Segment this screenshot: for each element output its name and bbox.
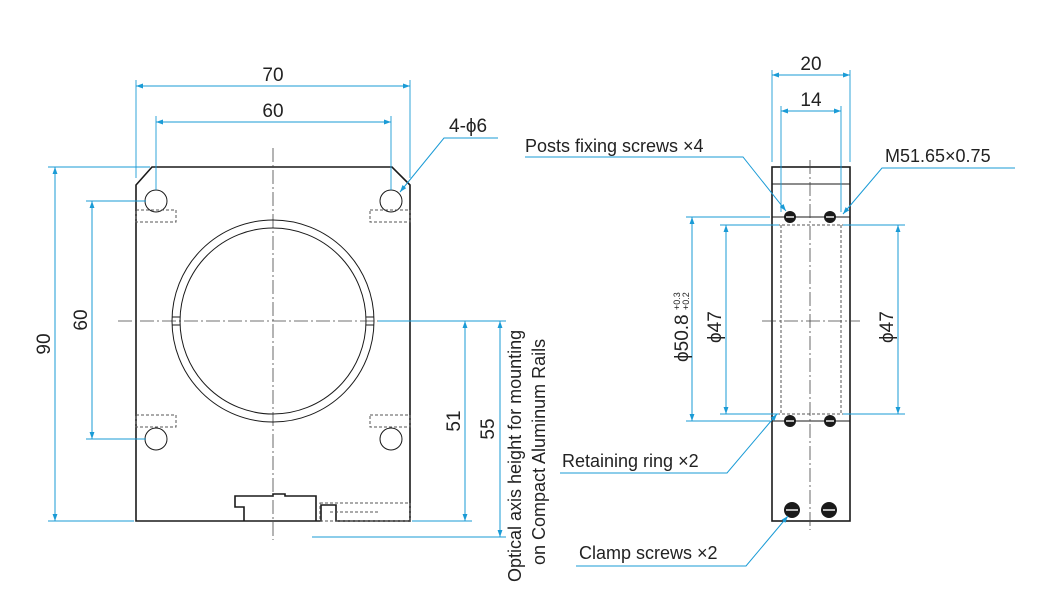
hole-callout-text: 4-ϕ6 [449,116,487,137]
clamp-screws-label: Clamp screws ×2 [579,543,718,563]
dim-text-14: 14 [800,90,822,111]
post-screw-3 [784,415,796,427]
bore-tol-lower: +0.2 [681,292,691,310]
dim-text-inner-47: ϕ47 [705,311,726,343]
clamp-screw-1 [784,502,800,518]
front-bore-inner [179,227,367,415]
bore-tol-upper: +0.3 [672,292,682,310]
bore-dimension: ϕ50.8 +0.3 +0.2 [672,292,693,362]
posts-screws-leader [525,156,787,212]
dim-text-outer-47: ϕ47 [877,311,898,343]
side-body-outline [771,166,851,522]
post-screw-2 [824,211,836,223]
hole-callout-leader [399,137,498,193]
post-screw-1 [784,211,796,223]
clamp-screw-2 [821,502,837,518]
axis-note-line1: Optical axis height for mounting [505,330,525,582]
retaining-ring-leader [560,413,778,474]
post-screw-4 [824,415,836,427]
side-screws [784,211,837,518]
axis-note-line2: on Compact Aluminum Rails [529,339,549,565]
retaining-ring-label: Retaining ring ×2 [562,451,699,471]
front-view: 70 60 90 60 51 55 4-ϕ6 Optical axis heig… [34,65,549,582]
bore-dim-text: ϕ50.8 [672,314,693,362]
thread-callout-label: M51.65×0.75 [885,146,991,166]
front-hidden-screws [135,209,411,522]
dim-text-70: 70 [262,65,283,86]
front-bore-outer [171,219,375,423]
dim-text-60-horizontal: 60 [262,101,283,122]
dim-text-51: 51 [444,410,465,431]
dim-text-90: 90 [34,333,55,354]
dim-text-20: 20 [800,54,821,75]
dim-text-55: 55 [478,418,499,439]
posts-screws-label: Posts fixing screws ×4 [525,136,704,156]
dim-text-60-vertical: 60 [71,309,92,330]
mounting-hole-bottom-right [379,427,403,451]
clamp-screws-leader [576,515,789,567]
thread-callout-leader [842,167,1015,215]
side-view: 20 14 ϕ50.8 +0.3 +0.2 ϕ47 ϕ47 Posts fixi… [525,54,1015,567]
